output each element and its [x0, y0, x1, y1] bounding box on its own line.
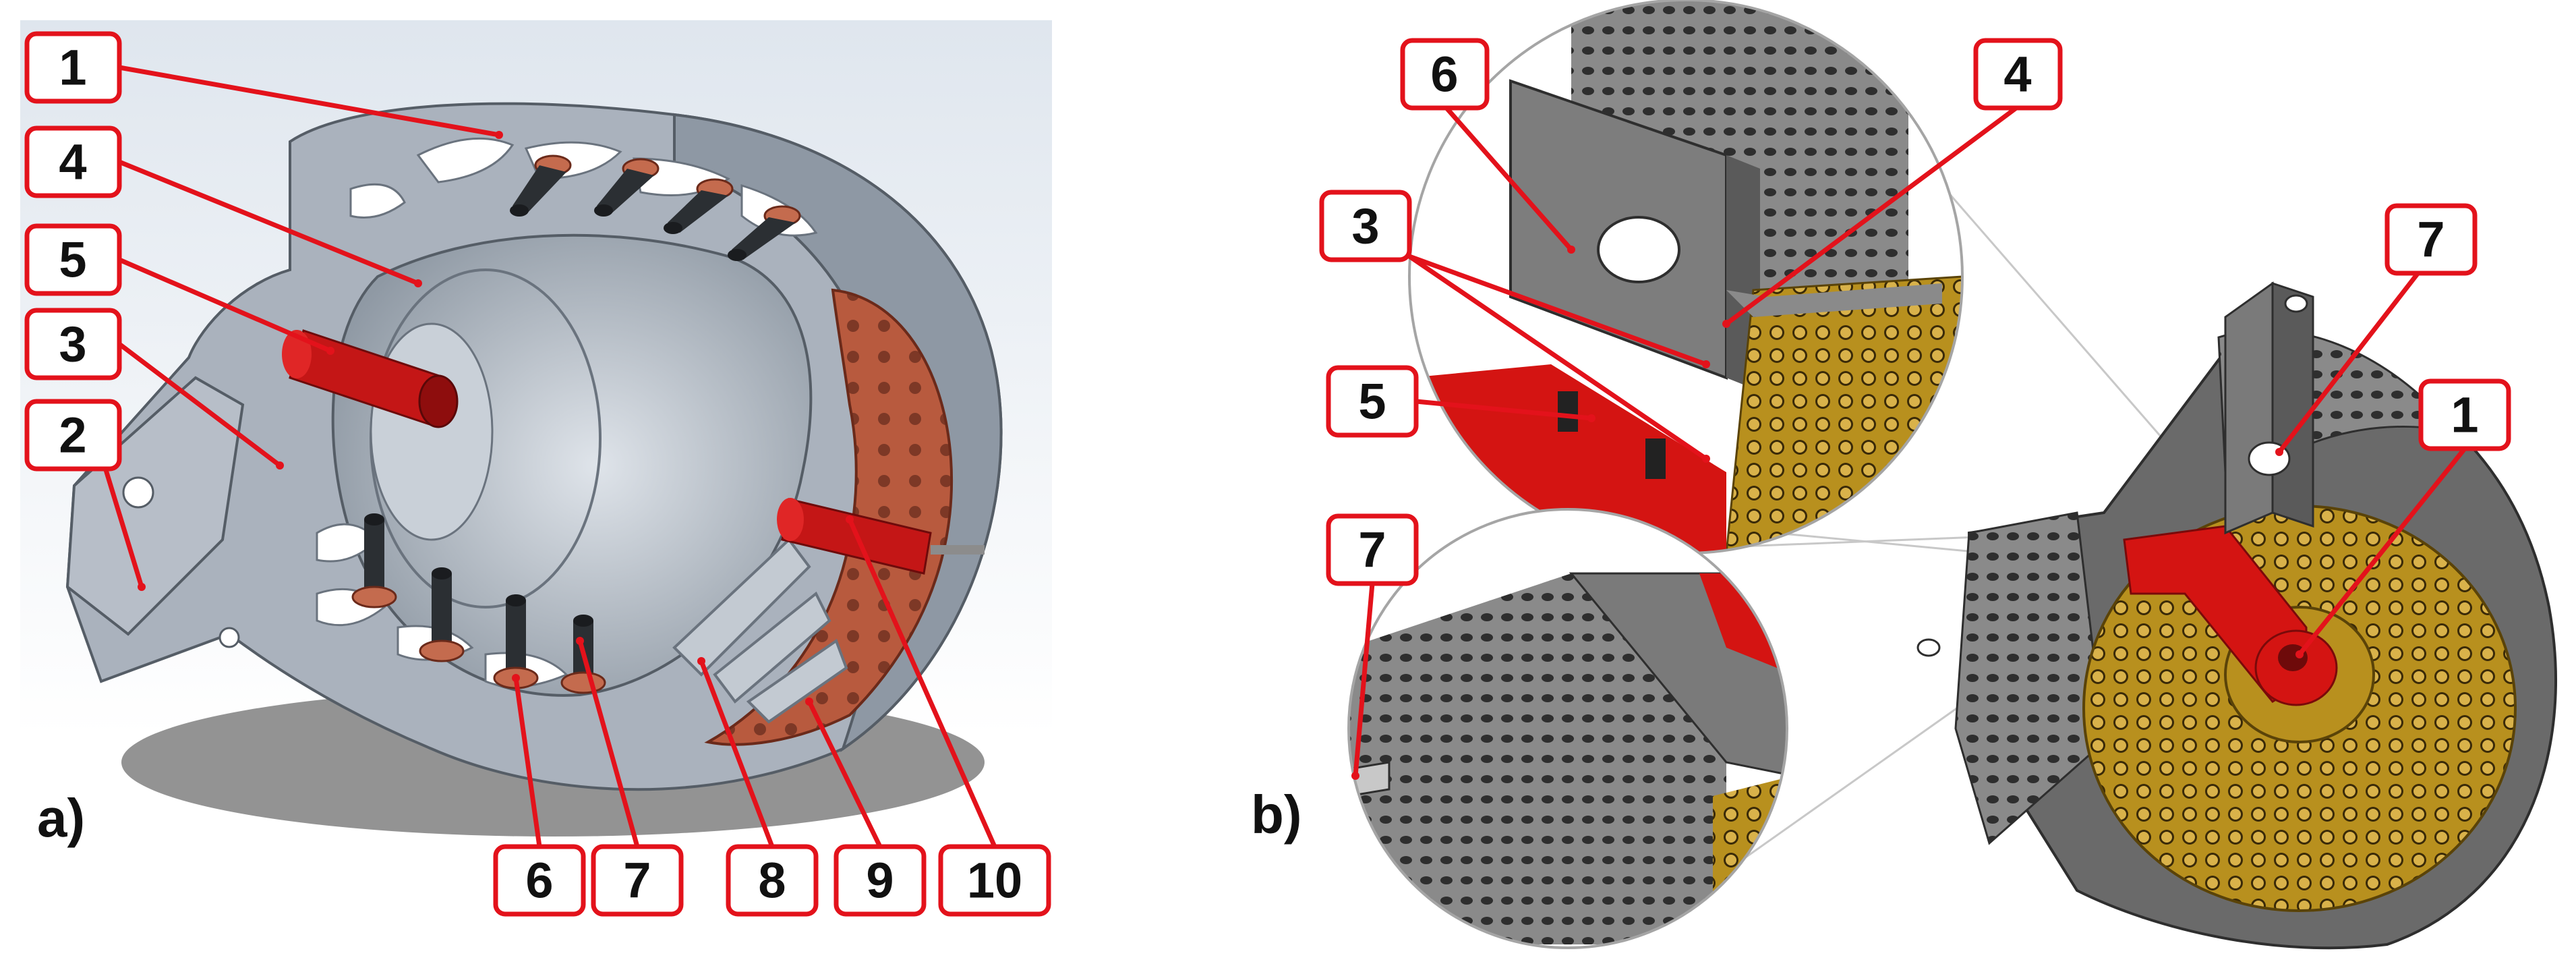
svg-text:3: 3 [1351, 198, 1379, 254]
inlet-nozzle [65, 376, 245, 636]
callout-a-2: 2 [24, 399, 122, 472]
nozzle-hole [218, 627, 240, 648]
nozzle-hole [122, 476, 154, 509]
callout-b-7: 7 [2384, 203, 2478, 276]
callout-b-1: 1 [2418, 378, 2511, 451]
svg-text:8: 8 [758, 853, 786, 909]
svg-text:7: 7 [623, 853, 651, 909]
callout-a-4: 4 [24, 125, 122, 198]
svg-text:9: 9 [866, 853, 894, 909]
svg-text:6: 6 [525, 853, 553, 909]
callout-b-3: 3 [1319, 190, 1412, 262]
callout-a-10: 10 [938, 844, 1051, 917]
svg-text:7: 7 [2417, 212, 2445, 268]
callout-a-5: 5 [24, 223, 122, 296]
swirler-vanes [672, 538, 848, 724]
callout-b-4: 4 [1973, 38, 2063, 111]
fuel-injector-pins-bottom [351, 513, 606, 694]
callout-b-6: 6 [1400, 38, 1490, 111]
panel-a-callouts: 1 4 5 3 2 6 7 [24, 31, 1051, 917]
svg-text:4: 4 [2003, 47, 2031, 103]
mounting-tab-face [2271, 281, 2314, 528]
callout-b-7-zoom: 7 [1326, 513, 1419, 586]
liner-side-mesh [1954, 511, 2105, 845]
zoom-detail-top [1408, 0, 1964, 555]
panel-a-label: a) [37, 788, 85, 848]
panel-b-label: b) [1251, 785, 1302, 845]
callout-a-8: 8 [726, 844, 819, 917]
svg-text:1: 1 [59, 40, 86, 96]
callout-a-7: 7 [591, 844, 684, 917]
lug-hole [1916, 638, 1941, 657]
svg-text:4: 4 [59, 134, 86, 190]
callout-a-3: 3 [24, 308, 122, 380]
burner-liner-assembly [1916, 281, 2557, 950]
svg-text:10: 10 [967, 853, 1022, 909]
svg-text:5: 5 [1358, 374, 1386, 430]
svg-text:1: 1 [2451, 387, 2478, 443]
svg-text:5: 5 [59, 232, 86, 288]
lug-hole [2284, 294, 2308, 313]
mounting-tab [2224, 281, 2274, 535]
callout-a-1: 1 [24, 31, 122, 104]
inner-cavity-step [370, 322, 494, 541]
svg-text:3: 3 [59, 316, 86, 372]
zoom-detail-bottom [1347, 508, 1788, 949]
panel-a: a) 1 [20, 20, 1052, 917]
callout-b-5: 5 [1326, 365, 1419, 438]
fuel-injector-pins-top [510, 154, 801, 261]
svg-text:7: 7 [1358, 522, 1386, 578]
callout-a-9: 9 [833, 844, 927, 917]
panel-b-callouts: 6 4 3 5 7 7 1 [1319, 38, 2511, 780]
svg-text:2: 2 [59, 407, 86, 463]
panel-b: b) 6 4 [1251, 0, 2557, 950]
perforated-copper-liner [704, 288, 953, 746]
svg-text:6: 6 [1430, 47, 1458, 103]
callout-a-6: 6 [493, 844, 586, 917]
